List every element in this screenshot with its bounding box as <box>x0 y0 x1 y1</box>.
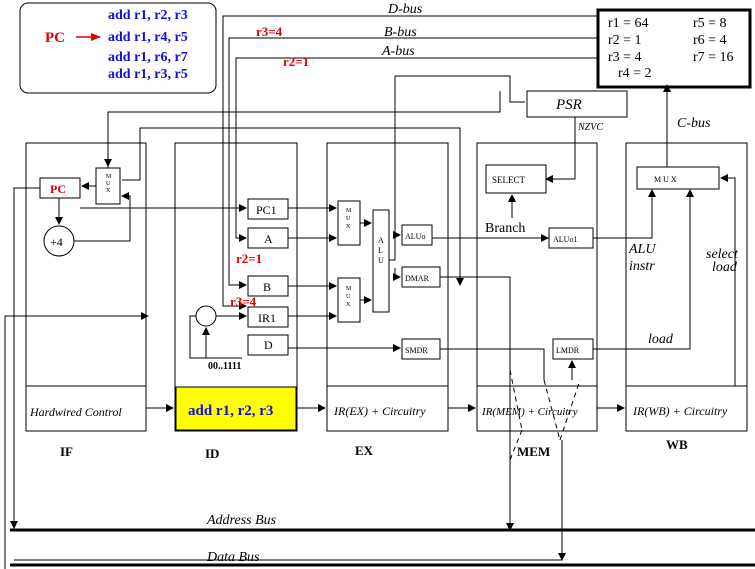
id-b-value: r3=4 <box>230 294 257 309</box>
id-a-label: A <box>264 232 273 246</box>
register-file: r1 = 64 r2 = 1 r3 = 4 r4 = 2 r5 = 8 r6 =… <box>596 8 752 89</box>
id-d-label: D <box>264 338 273 352</box>
program-line-4: add r1, r3, r5 <box>108 67 188 82</box>
wb-stage-box <box>625 142 748 432</box>
program-line-2: add r1, r4, r5 <box>108 30 188 45</box>
mem-stage-box <box>476 142 598 432</box>
register-buses <box>222 15 671 310</box>
id-b-label: B <box>263 280 271 294</box>
bbus-value-annotation: r3=4 <box>256 24 283 39</box>
b-bus-line <box>228 37 598 289</box>
register-r6: r6 = 4 <box>693 33 727 48</box>
if-adder-label: +4 <box>50 235 63 249</box>
mem-lmdr-label: LMDR <box>556 346 580 355</box>
ex-aluo-label: ALUo <box>405 232 425 241</box>
mem-stage: SELECT Branch ALUo1 LMDR <box>485 164 594 360</box>
wb-select-load-label: select load <box>706 247 741 275</box>
stage-frames <box>25 142 748 432</box>
c-bus-label: C-bus <box>677 116 711 131</box>
id-pc1-label: PC1 <box>256 203 277 217</box>
wb-alu-label: ALU <box>628 242 656 257</box>
wb-load-label: load <box>648 332 674 347</box>
id-stage-name: ID <box>205 446 219 461</box>
wb-mux-label: M U X <box>654 175 677 184</box>
abus-value-annotation: r2=1 <box>283 54 309 69</box>
program-line-3: add r1, r6, r7 <box>108 50 188 65</box>
register-r3: r3 = 4 <box>608 50 642 65</box>
wb-stage: M U X ALU instr select load load <box>628 166 741 347</box>
id-ir-instruction: add r1, r2, r3 <box>188 403 273 419</box>
id-ir-highlight <box>175 386 297 431</box>
register-r7: r7 = 16 <box>693 50 734 65</box>
wb-instr-label: instr <box>629 259 655 274</box>
if-pc-label: PC <box>50 182 66 196</box>
wb-stage-name: WB <box>666 437 688 452</box>
register-r5: r5 = 8 <box>693 16 727 31</box>
register-r1: r1 = 64 <box>608 16 649 31</box>
if-control-label: Hardwired Control <box>29 405 122 419</box>
ex-stage-box <box>326 142 449 432</box>
mem-branch-label: Branch <box>485 221 525 236</box>
psr-label: PSR <box>555 97 582 113</box>
mem-control-label: IR(MEM) + Circuitry <box>481 406 578 418</box>
program-line-1: add r1, r2, r3 <box>108 8 188 23</box>
d-bus-line <box>222 15 598 310</box>
ex-control-label: IR(EX) + Circuitry <box>333 404 426 418</box>
psr-register: PSR NZVC <box>526 90 628 133</box>
psr-flags-label: NZVC <box>577 122 603 133</box>
data-bus-label: Data Bus <box>206 550 260 565</box>
id-stage-box <box>174 142 298 432</box>
mem-stage-name: MEM <box>517 444 550 459</box>
register-r2: r2 = 1 <box>608 33 642 48</box>
if-stage-box <box>25 142 147 432</box>
pc-pointer-label: PC <box>45 30 65 46</box>
ex-smdr-label: SMDR <box>405 346 428 355</box>
b-bus-label: B-bus <box>384 25 417 40</box>
d-bus-label: D-bus <box>387 2 423 17</box>
mem-select-label: SELECT <box>492 175 526 185</box>
address-bus-label: Address Bus <box>206 513 277 528</box>
id-a-value: r2=1 <box>236 251 262 266</box>
ex-dmar-label: DMAR <box>405 274 430 283</box>
register-r4: r4 = 2 <box>618 66 652 81</box>
a-bus-label: A-bus <box>381 44 415 59</box>
id-stage: PC1 A r2=1 B r3=4 IR1 D 00..1111 <box>195 198 289 372</box>
wb-control-label: IR(WB) + Circuitry <box>632 404 728 418</box>
id-immediate-label: 00..1111 <box>208 361 241 372</box>
ex-stage-name: EX <box>355 443 374 458</box>
id-ir1-label: IR1 <box>258 311 276 325</box>
a-bus-line <box>235 57 598 242</box>
program-box: PC add r1, r2, r3 add r1, r4, r5 add r1,… <box>19 2 217 94</box>
wb-alu-instr-label: ALU instr <box>628 242 659 274</box>
mem-aluo1-label: ALUo1 <box>553 235 577 244</box>
if-stage-name: IF <box>60 444 73 459</box>
